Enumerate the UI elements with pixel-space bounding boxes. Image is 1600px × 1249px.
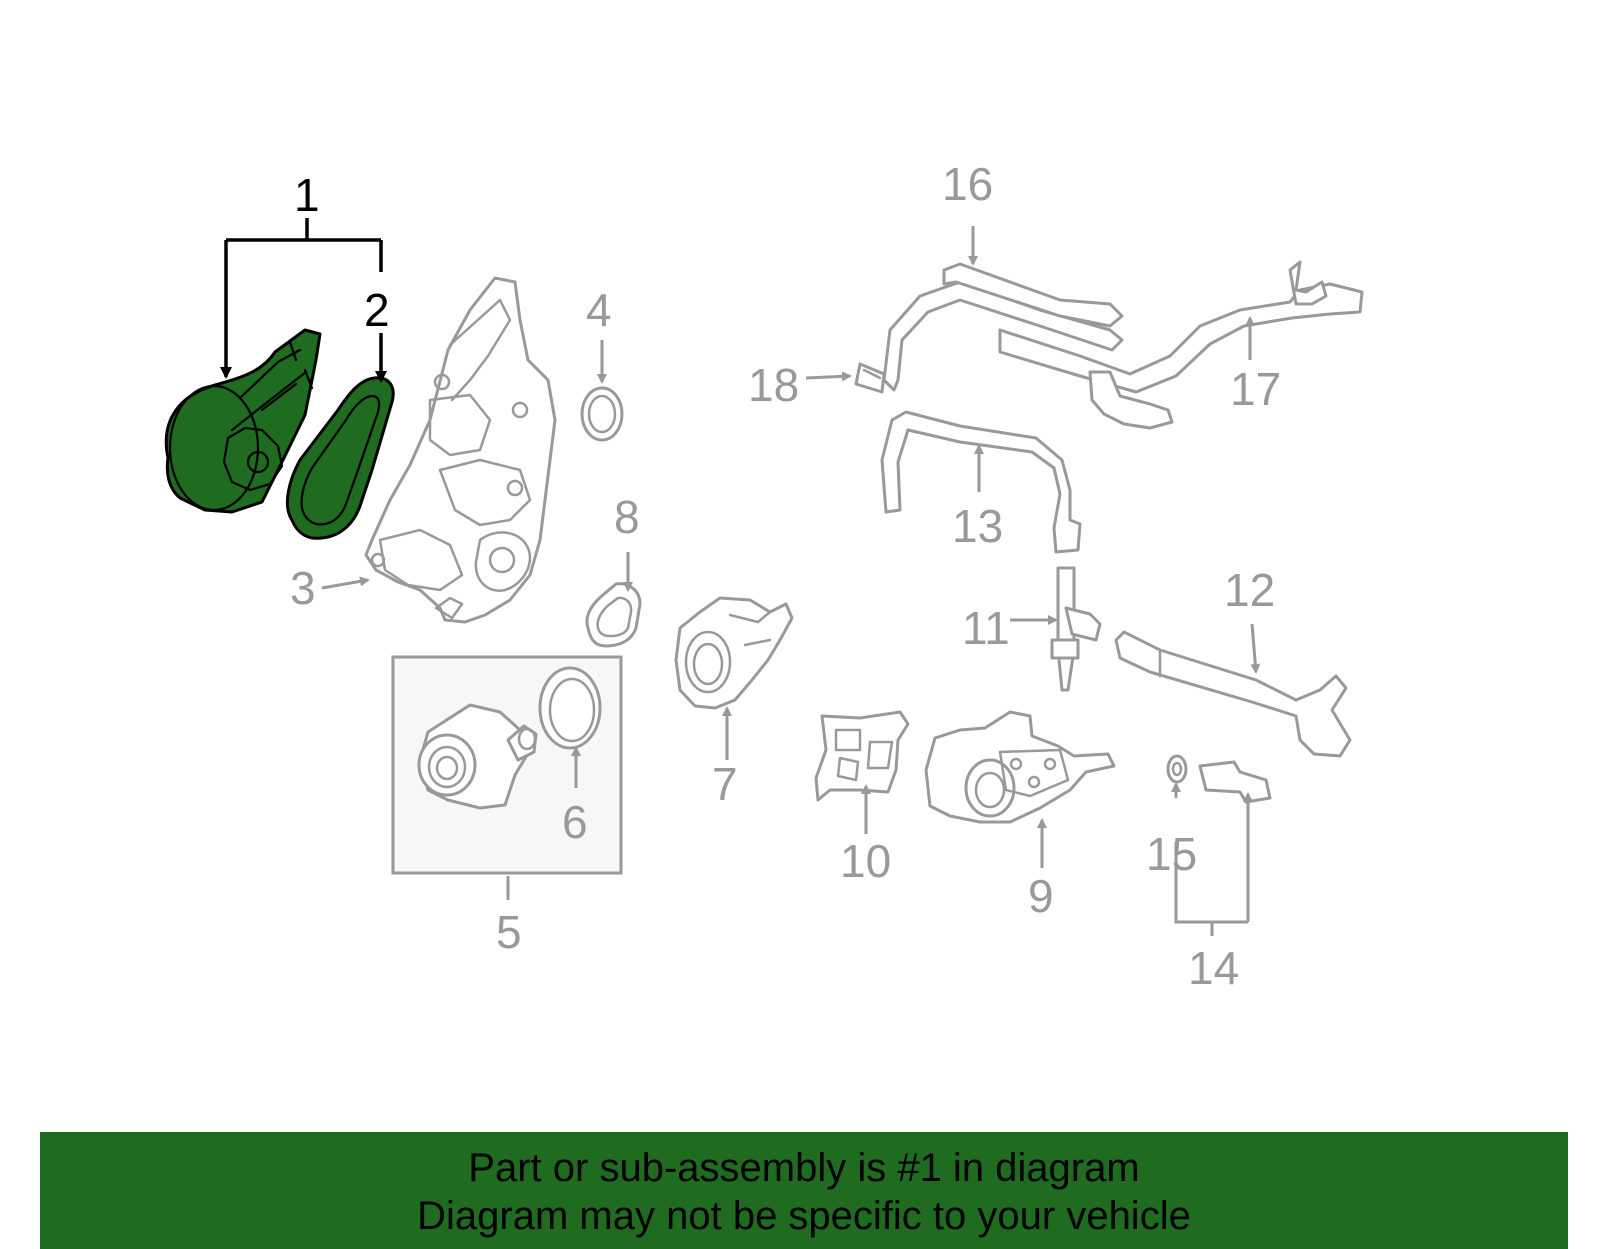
o-ring-part-4[interactable]: [580, 386, 624, 442]
water-outlet-part-9[interactable]: [924, 710, 1116, 824]
housing-part-3[interactable]: [364, 276, 557, 624]
leader-lines: [220, 218, 1261, 936]
callout-labels: 1 2 3 4 5 6 7 8 9 10 11 12 13 14 15 16 1…: [290, 158, 1281, 994]
washer-part-15[interactable]: [1166, 754, 1188, 784]
hose-part-12[interactable]: [1114, 630, 1352, 758]
pipe-part-13[interactable]: [880, 410, 1082, 554]
callout-10[interactable]: 10: [840, 835, 891, 887]
callout-2[interactable]: 2: [364, 284, 390, 336]
callout-15[interactable]: 15: [1146, 828, 1197, 880]
callout-17[interactable]: 17: [1230, 363, 1281, 415]
pipe-part-17[interactable]: [998, 260, 1364, 430]
bolt-part-14[interactable]: [1198, 760, 1272, 804]
callout-6[interactable]: 6: [562, 796, 588, 848]
gasket-part-2[interactable]: [285, 376, 395, 540]
callout-5[interactable]: 5: [496, 906, 522, 958]
callout-8[interactable]: 8: [614, 491, 640, 543]
gasket-part-8[interactable]: [585, 582, 642, 648]
callout-12[interactable]: 12: [1224, 564, 1275, 616]
callout-9[interactable]: 9: [1028, 870, 1054, 922]
callout-18[interactable]: 18: [748, 359, 799, 411]
water-pump-part-1[interactable]: [164, 328, 322, 514]
thermostat-assembly: [417, 703, 538, 810]
callout-11[interactable]: 11: [962, 602, 1010, 654]
callout-3[interactable]: 3: [290, 562, 316, 614]
callout-14[interactable]: 14: [1188, 942, 1239, 994]
info-banner: Part or sub-assembly is #1 in diagram Di…: [40, 1132, 1568, 1249]
callout-1[interactable]: 1: [294, 169, 320, 221]
callout-13[interactable]: 13: [952, 500, 1003, 552]
seal-ring-part-6[interactable]: [538, 666, 602, 750]
callout-16[interactable]: 16: [942, 158, 993, 210]
banner-line-1: Part or sub-assembly is #1 in diagram: [468, 1146, 1140, 1190]
fitting-part-11[interactable]: [1050, 566, 1102, 692]
callout-4[interactable]: 4: [586, 284, 612, 336]
gasket-plate-part-10[interactable]: [814, 710, 910, 802]
connector-part-18[interactable]: [854, 362, 886, 394]
callout-7[interactable]: 7: [712, 758, 738, 810]
banner-line-2: Diagram may not be specific to your vehi…: [417, 1194, 1191, 1238]
thermostat-housing-part-7[interactable]: [674, 596, 794, 710]
pipe-part-16[interactable]: [882, 262, 1124, 392]
